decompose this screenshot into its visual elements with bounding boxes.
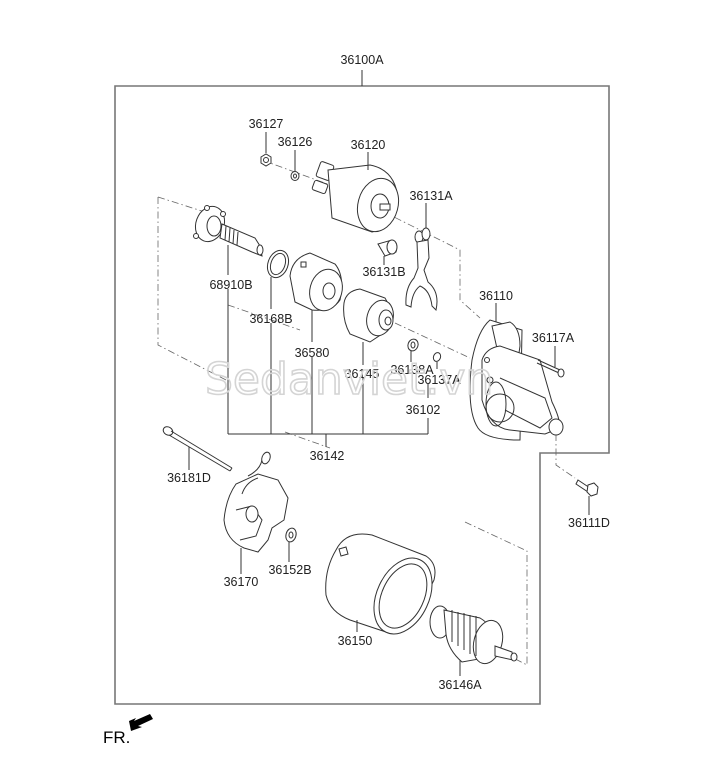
label-36138A[interactable]: 36138A — [390, 363, 434, 377]
assembly-frame — [114, 85, 610, 705]
part-36120-solenoid[interactable] — [311, 161, 405, 236]
assembly-part-number[interactable]: 36100A — [340, 53, 384, 67]
label-36146A[interactable]: 36146A — [438, 678, 482, 692]
label-36137A[interactable]: 36137A — [417, 373, 461, 387]
label-36152B[interactable]: 36152B — [268, 563, 311, 577]
part-36181D-through-bolt[interactable] — [162, 425, 233, 472]
watermark: Sedanviet.vn — [205, 354, 493, 405]
part-36138A-washer[interactable] — [406, 338, 420, 353]
label-36111D[interactable]: 36111D — [568, 516, 610, 530]
label-36131A[interactable]: 36131A — [409, 189, 453, 203]
part-36580-gear-housing[interactable] — [289, 252, 347, 314]
front-arrow-icon — [129, 714, 153, 731]
front-direction-label: FR. — [103, 728, 130, 747]
part-36152B-washer[interactable] — [284, 527, 297, 543]
part-36137A-snap-ring[interactable] — [432, 352, 442, 363]
label-36127[interactable]: 36127 — [249, 117, 284, 131]
part-36111D-bolt[interactable] — [575, 479, 599, 497]
part-36168B-gasket[interactable] — [264, 247, 292, 280]
part-36150-yoke[interactable] — [325, 533, 444, 643]
part-36131B-plunger[interactable] — [377, 239, 398, 257]
kit-bracket-lines — [227, 289, 429, 447]
label-36110[interactable]: 36110 — [479, 289, 513, 303]
part-36110-starter-housing[interactable] — [469, 319, 564, 441]
label-36131B[interactable]: 36131B — [362, 265, 405, 279]
label-36126[interactable]: 36126 — [278, 135, 313, 149]
label-36150[interactable]: 36150 — [338, 634, 373, 648]
part-36145-overrunning-clutch[interactable] — [343, 288, 398, 343]
label-68910B[interactable]: 68910B — [209, 278, 252, 292]
label-36580[interactable]: 36580 — [295, 346, 330, 360]
label-36142[interactable]: 36142 — [310, 449, 345, 463]
part-36170-brush-holder[interactable] — [223, 451, 289, 553]
part-36126-washer[interactable] — [290, 171, 300, 181]
part-36127-nut[interactable] — [260, 153, 272, 167]
part-36131A-shift-lever[interactable] — [405, 227, 438, 311]
label-36168B[interactable]: 36168B — [249, 312, 292, 326]
label-36102[interactable]: 36102 — [406, 403, 441, 417]
label-36181D[interactable]: 36181D — [167, 471, 211, 485]
label-36117A[interactable]: 36117A — [532, 331, 575, 345]
label-36120[interactable]: 36120 — [351, 138, 386, 152]
part-36146A-armature[interactable] — [429, 605, 518, 667]
label-36170[interactable]: 36170 — [224, 575, 259, 589]
label-36145[interactable]: 36145 — [345, 367, 380, 381]
part-68910B-front-housing[interactable] — [191, 202, 264, 257]
part-36117A-bolt[interactable] — [536, 359, 565, 378]
